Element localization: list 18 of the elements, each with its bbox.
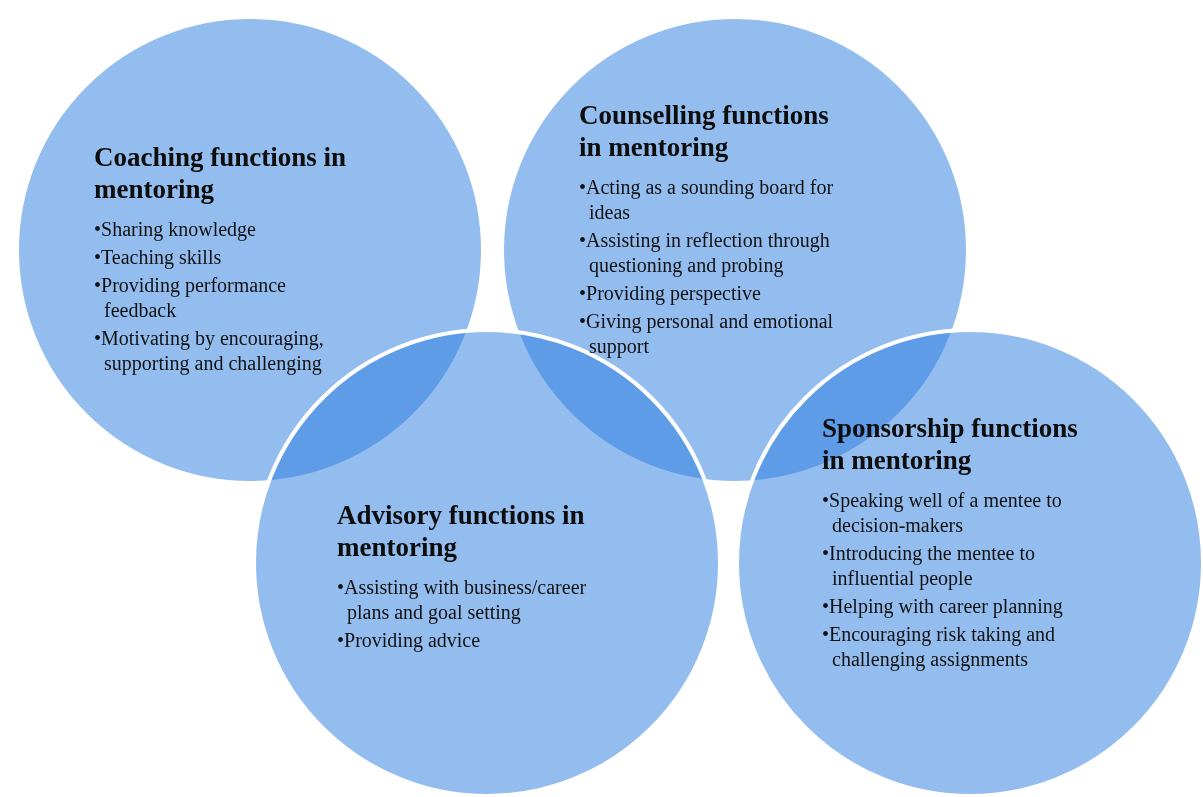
circle-heading: Sponsorship functions in mentoring [822, 412, 1079, 476]
bullet-item: •Providing perspective [579, 281, 762, 306]
bullet-item: •Helping with career planning [822, 594, 1064, 619]
bullet-item: •Giving personal and emotional support [579, 309, 835, 359]
bullet-item: •Introducing the mentee to influential people [822, 541, 1037, 591]
circle-heading: Advisory functions in mentoring [337, 499, 586, 563]
bullet-item: •Acting as a sounding board for ideas [579, 175, 835, 225]
bullet-item: •Assisting with business/career plans and goal setting [337, 575, 588, 625]
bullet-item: •Encouraging risk taking and challenging assignments [822, 622, 1057, 672]
bullet-item: •Motivating by encouraging, supporting and challenging [94, 326, 325, 376]
bullet-item: •Teaching skills [94, 245, 223, 270]
bullet-item: •Providing advice [337, 628, 482, 653]
bullet-item: •Speaking well of a mentee to decision-makers [822, 488, 1063, 538]
circle-heading: Coaching functions in mentoring [94, 141, 348, 205]
bullet-item: •Providing performance feedback [94, 273, 287, 323]
bullet-item: •Sharing knowledge [94, 217, 257, 242]
bullet-item: •Assisting in reflection through questioning and probing [579, 228, 831, 278]
circle-heading: Counselling functions in mentoring [579, 99, 830, 163]
